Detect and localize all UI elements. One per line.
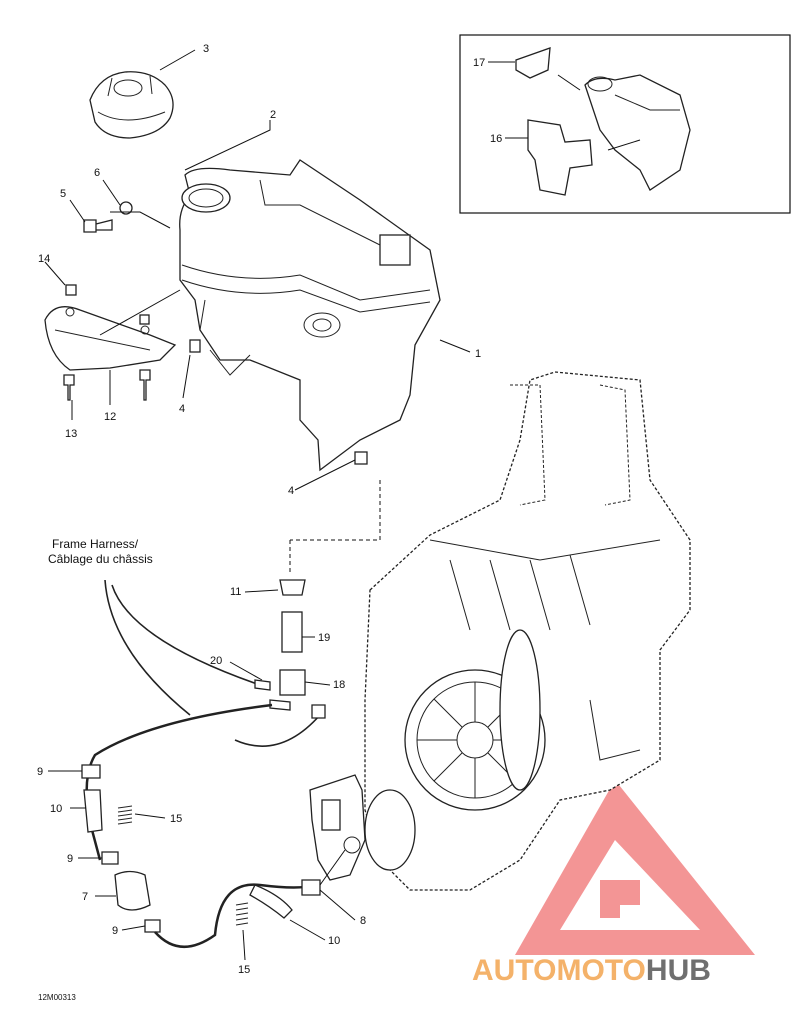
hose-and-wiring [81, 480, 381, 949]
callout-15b: 15 [238, 964, 250, 976]
clamp-9c [144, 919, 161, 933]
callout-10a: 10 [50, 803, 62, 815]
connector-20 [254, 679, 271, 691]
filter-7 [114, 870, 151, 911]
grommet-4a [189, 339, 201, 353]
callout-13: 13 [65, 428, 77, 440]
callout-18: 18 [333, 679, 345, 691]
callout-16: 16 [490, 133, 502, 145]
decal-17 [515, 47, 551, 79]
screw-5 [83, 219, 113, 233]
filler-cap [89, 71, 174, 139]
clamp-9a [81, 764, 101, 779]
washer-6 [119, 201, 133, 215]
nut-14 [65, 284, 77, 296]
callout-19: 19 [318, 632, 330, 644]
gasket-16 [527, 119, 593, 196]
callout-11: 11 [230, 586, 241, 598]
callout-20: 20 [210, 655, 222, 667]
callout-4a: 4 [179, 403, 185, 415]
callout-10b: 10 [328, 935, 340, 947]
oil-reservoir [179, 159, 441, 472]
clamp-9b [101, 851, 119, 865]
mounting-bracket [44, 306, 177, 371]
hardware-group [63, 201, 368, 465]
watermark-logo [515, 780, 755, 955]
callout-9a: 9 [37, 766, 43, 778]
callout-7: 7 [82, 891, 88, 903]
inset-detail-box [459, 34, 791, 214]
callout-2: 2 [270, 109, 276, 121]
frame-harness-label-fr: Câblage du châssis [48, 552, 153, 566]
callout-4b: 4 [288, 485, 294, 497]
watermark-text-moto: MOTO [556, 954, 645, 987]
leader-lines [44, 49, 641, 961]
grommet-11 [279, 579, 306, 596]
callout-3: 3 [203, 43, 209, 55]
tee-fitting-18 [279, 669, 306, 696]
hose-10b [249, 884, 293, 919]
watermark-text: AUTOMOTOHUB [472, 954, 711, 987]
callout-numbers: 3 2 6 5 14 1 12 13 4 4 17 16 11 19 20 18… [37, 43, 502, 976]
clamp-8 [301, 879, 321, 896]
callout-1: 1 [475, 348, 481, 360]
callout-17: 17 [473, 57, 485, 69]
watermark-text-hub: HUB [646, 954, 711, 987]
drawing-code: 12M00313 [38, 993, 76, 1002]
callout-8: 8 [360, 915, 366, 927]
callout-15a: 15 [170, 813, 182, 825]
spring-15b [235, 902, 249, 926]
grommet-4b [354, 451, 368, 465]
callout-9c: 9 [112, 925, 118, 937]
watermark-text-auto: AUTO [472, 954, 556, 987]
callout-14: 14 [38, 253, 50, 265]
engine-block [364, 371, 691, 891]
callout-6: 6 [94, 167, 100, 179]
hose-10a [83, 789, 103, 833]
frame-harness-label-en: Frame Harness/ [52, 537, 139, 551]
oil-pump [309, 774, 366, 881]
sensor-19 [281, 611, 303, 653]
spring-15a [117, 805, 133, 825]
callout-12: 12 [104, 411, 116, 423]
callout-9b: 9 [67, 853, 73, 865]
watermark-triangle-icon [515, 780, 755, 955]
watermark-inner-bar-icon [600, 880, 640, 918]
callout-5: 5 [60, 188, 66, 200]
bolt-13 [63, 374, 75, 401]
